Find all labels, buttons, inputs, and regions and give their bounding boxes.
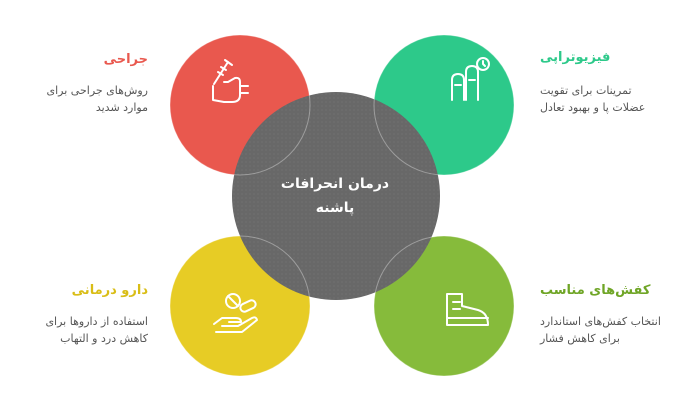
shoes-circle bbox=[374, 236, 514, 376]
shoes-desc-line1: انتخاب کفش‌های استاندارد bbox=[540, 315, 661, 328]
shoes-title: کفش‌های مناسب bbox=[540, 283, 651, 298]
physiotherapy-title: فیزیوتراپی bbox=[540, 50, 611, 65]
center-circle-texture bbox=[232, 92, 440, 300]
physiotherapy-description: تمرینات برای تقویت عضلات پا و بهبود تعاد… bbox=[540, 82, 670, 116]
drug-therapy-overlap-arc bbox=[169, 235, 311, 377]
shoes-overlap-arc bbox=[373, 235, 515, 377]
drug-therapy-title: دارو درمانی bbox=[71, 283, 148, 298]
fingers-exercise-icon bbox=[451, 57, 490, 101]
physiotherapy-desc-line1: تمرینات برای تقویت bbox=[540, 84, 632, 97]
physiotherapy-desc-line2: عضلات پا و بهبود تعادل bbox=[540, 101, 646, 114]
surgery-block: جراحی bbox=[18, 52, 148, 67]
surgery-overlap-arc bbox=[169, 34, 311, 176]
surgery-description: روش‌های جراحی برای موارد شدید bbox=[18, 82, 149, 116]
physiotherapy-overlap-arc bbox=[373, 34, 515, 176]
pills-hand-icon bbox=[213, 293, 258, 333]
boot-icon bbox=[446, 293, 489, 326]
surgery-desc-line1: روش‌های جراحی برای bbox=[46, 84, 149, 97]
syringe-hand-icon bbox=[212, 59, 249, 103]
shoes-description: انتخاب کفش‌های استاندارد برای کاهش فشار bbox=[540, 313, 670, 347]
center-label-line1: درمان انحرافات bbox=[280, 176, 390, 192]
drug-therapy-desc-line2: کاهش درد و التهاب bbox=[60, 332, 148, 345]
surgery-title: جراحی bbox=[103, 52, 148, 67]
center-label-line2: پاشنه bbox=[315, 200, 355, 216]
drug-therapy-desc-line1: استفاده از داروها برای bbox=[45, 315, 148, 328]
center-label: درمان انحرافات پاشنه bbox=[270, 172, 400, 220]
drug-therapy-description: استفاده از داروها برای کاهش درد و التهاب bbox=[18, 313, 148, 347]
shoes-desc-line2: برای کاهش فشار bbox=[540, 332, 620, 345]
surgery-desc-line2: موارد شدید bbox=[95, 101, 148, 114]
